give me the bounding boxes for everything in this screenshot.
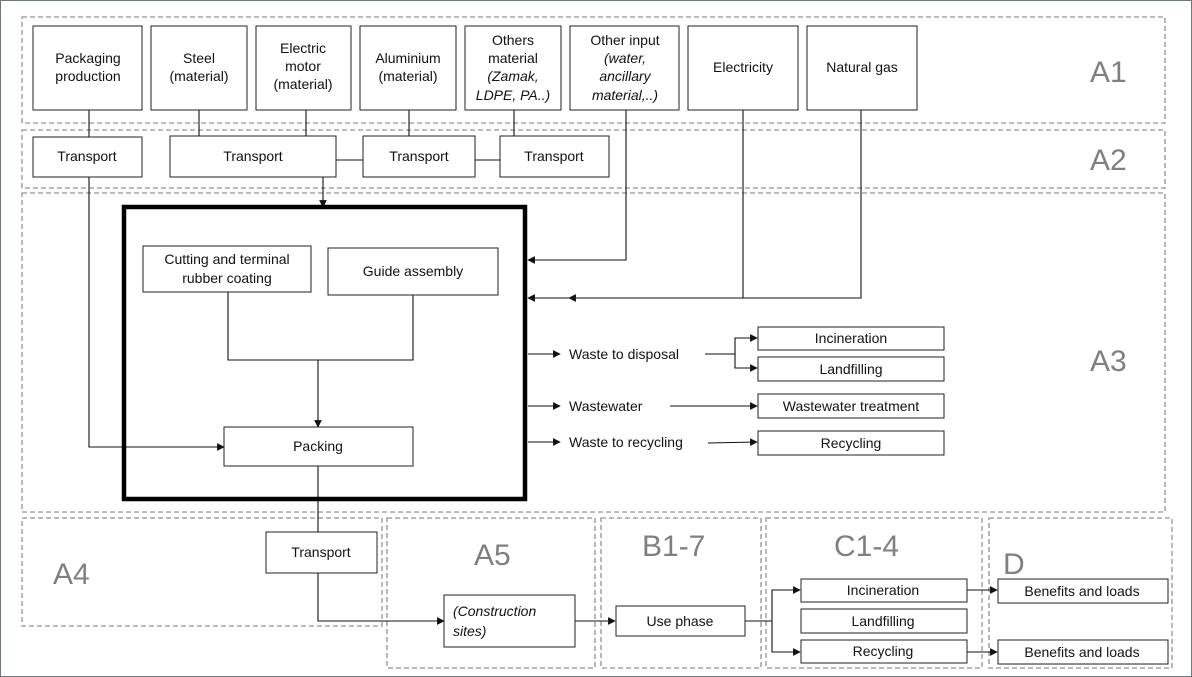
landfilling-label: Landfilling (819, 361, 882, 377)
motor-line-2: motor (285, 58, 321, 74)
cutting-line-2: rubber coating (182, 270, 272, 286)
packaging-line-1: Packaging (55, 50, 120, 66)
incineration-label: Incineration (815, 330, 887, 346)
zone-label-a5: A5 (474, 539, 511, 572)
use-phase: Use phase (615, 605, 746, 637)
eol-recycling: Recycling (800, 639, 968, 664)
transport-2-label: Transport (223, 148, 283, 164)
process-cutting: Cutting and terminal rubber coating (142, 245, 312, 293)
packing-label: Packing (293, 438, 343, 454)
other-input-line-3: ancillary (599, 68, 651, 84)
waste-recycling-label: Waste to recycling (569, 434, 683, 450)
zone-c (765, 517, 983, 669)
input-electricity: Electricity (687, 25, 799, 111)
others-line-3: (Zamak, (487, 68, 538, 84)
packaging-line-2: production (55, 68, 120, 84)
benefits-loads-1: Benefits and loads (997, 578, 1169, 604)
other-input-line-4: material,..) (592, 87, 658, 103)
construction-line-1: (Construction (453, 603, 536, 619)
output-wastewater-treatment: Wastewater treatment (757, 393, 945, 419)
natural-gas-label: Natural gas (826, 59, 898, 75)
transport-distribution: Transport (265, 531, 378, 574)
waste-disposal-label: Waste to disposal (569, 346, 679, 362)
other-input-line-1: Other input (590, 32, 659, 48)
zone-label-a4: A4 (53, 558, 90, 591)
transport-3-label: Transport (389, 148, 449, 164)
zone-a1 (21, 16, 1166, 124)
zone-label-b: B1-7 (642, 530, 705, 563)
motor-line-1: Electric (280, 40, 326, 56)
others-line-2: material (488, 50, 538, 66)
transport-1-label: Transport (57, 148, 117, 164)
input-natural-gas: Natural gas (806, 25, 918, 111)
process-guide-assembly: Guide assembly (327, 247, 499, 296)
construction-line-2: sites) (453, 623, 486, 639)
input-packaging-production: Packaging production (32, 25, 143, 111)
zone-a4 (21, 517, 383, 627)
output-recycling: Recycling (757, 430, 945, 456)
transport-packaging: Transport (32, 136, 143, 178)
other-input-line-2: (water, (604, 50, 646, 66)
output-incineration: Incineration (757, 326, 945, 351)
wastewater-treatment-label: Wastewater treatment (783, 398, 920, 414)
eol-landfilling-label: Landfilling (851, 613, 914, 629)
others-line-1: Others (492, 32, 534, 48)
aluminium-line-1: Aluminium (375, 50, 440, 66)
zone-b (600, 517, 762, 669)
zone-label-d: D (1003, 548, 1025, 581)
steel-line-2: (material) (169, 68, 228, 84)
wastewater-label: Wastewater (569, 398, 643, 414)
guide-label: Guide assembly (363, 263, 463, 279)
transport-aluminium: Transport (362, 135, 476, 178)
manufacturing-boundary (121, 204, 528, 502)
motor-line-3: (material) (273, 76, 332, 92)
zone-d (988, 517, 1173, 669)
cutting-line-1: Cutting and terminal (164, 251, 289, 267)
input-others-material: Others material (Zamak, LDPE, PA..) (464, 25, 562, 111)
zone-label-a2: A2 (1090, 144, 1127, 177)
construction-sites: (Construction sites) (443, 594, 576, 648)
zone-a3 (21, 192, 1166, 513)
zone-a5 (386, 517, 596, 669)
benefits-2-label: Benefits and loads (1024, 644, 1139, 660)
process-packing: Packing (223, 426, 414, 467)
benefits-loads-2: Benefits and loads (997, 639, 1169, 665)
electricity-label: Electricity (713, 59, 773, 75)
steel-line-1: Steel (183, 50, 215, 66)
use-phase-label: Use phase (647, 613, 714, 629)
eol-incineration: Incineration (800, 578, 968, 603)
eol-recycling-label: Recycling (853, 643, 914, 659)
input-other-input: Other input (water, ancillary material,.… (569, 25, 680, 111)
input-aluminium: Aluminium (material) (359, 25, 457, 111)
zone-label-c: C1-4 (834, 530, 899, 563)
connectors (88, 110, 998, 656)
eol-incineration-label: Incineration (847, 582, 919, 598)
recycling-label: Recycling (821, 435, 882, 451)
input-steel: Steel (material) (150, 25, 248, 111)
transport-materials: Transport (169, 135, 337, 178)
transport-4-label: Transport (524, 148, 584, 164)
zone-a2 (21, 129, 1166, 189)
transport-others: Transport (499, 135, 610, 178)
eol-landfilling: Landfilling (800, 608, 968, 634)
benefits-1-label: Benefits and loads (1024, 583, 1139, 599)
input-electric-motor: Electric motor (material) (255, 25, 352, 111)
zone-label-a1: A1 (1090, 56, 1127, 89)
transport-5-label: Transport (291, 544, 351, 560)
zone-label-a3: A3 (1090, 345, 1127, 378)
others-line-4: LDPE, PA..) (476, 87, 550, 103)
aluminium-line-2: (material) (378, 68, 437, 84)
output-landfilling: Landfilling (757, 356, 945, 382)
